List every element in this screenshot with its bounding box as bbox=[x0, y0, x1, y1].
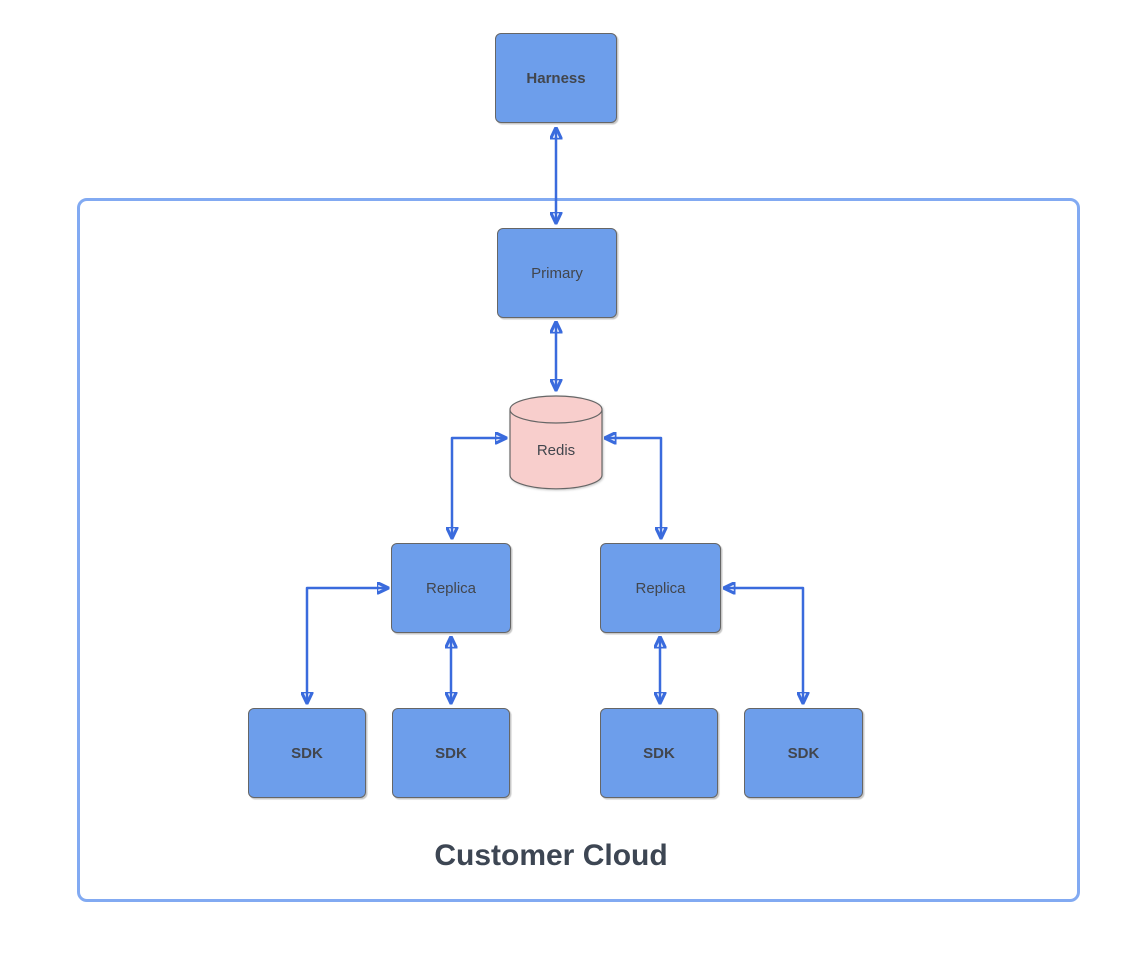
node-replica-right-label: Replica bbox=[635, 579, 686, 597]
node-sdk-4-label: SDK bbox=[787, 744, 820, 762]
edge-redis-replica-left bbox=[452, 438, 506, 538]
edge-replica-left-sdk-1 bbox=[307, 588, 388, 703]
node-sdk-4: SDK bbox=[744, 708, 863, 798]
node-sdk-2: SDK bbox=[392, 708, 510, 798]
node-harness-label: Harness bbox=[526, 69, 586, 87]
node-sdk-1: SDK bbox=[248, 708, 366, 798]
node-harness: Harness bbox=[495, 33, 617, 123]
node-sdk-1-label: SDK bbox=[291, 744, 323, 762]
customer-cloud-label: Customer Cloud bbox=[434, 839, 668, 872]
node-replica-right: Replica bbox=[600, 543, 721, 633]
edge-redis-replica-right bbox=[605, 438, 661, 538]
node-primary-label: Primary bbox=[531, 264, 583, 282]
edge-replica-right-sdk-4 bbox=[724, 588, 803, 703]
node-redis: Redis bbox=[509, 395, 603, 490]
node-primary: Primary bbox=[497, 228, 617, 318]
node-sdk-3-label: SDK bbox=[643, 744, 675, 762]
node-replica-left-label: Replica bbox=[425, 579, 477, 597]
node-redis-label: Redis bbox=[536, 441, 576, 459]
customer-cloud-container bbox=[77, 198, 1080, 902]
cylinder-shape bbox=[509, 395, 603, 490]
node-replica-left: Replica bbox=[391, 543, 511, 633]
node-sdk-2-label: SDK bbox=[435, 744, 467, 762]
node-sdk-3: SDK bbox=[600, 708, 718, 798]
